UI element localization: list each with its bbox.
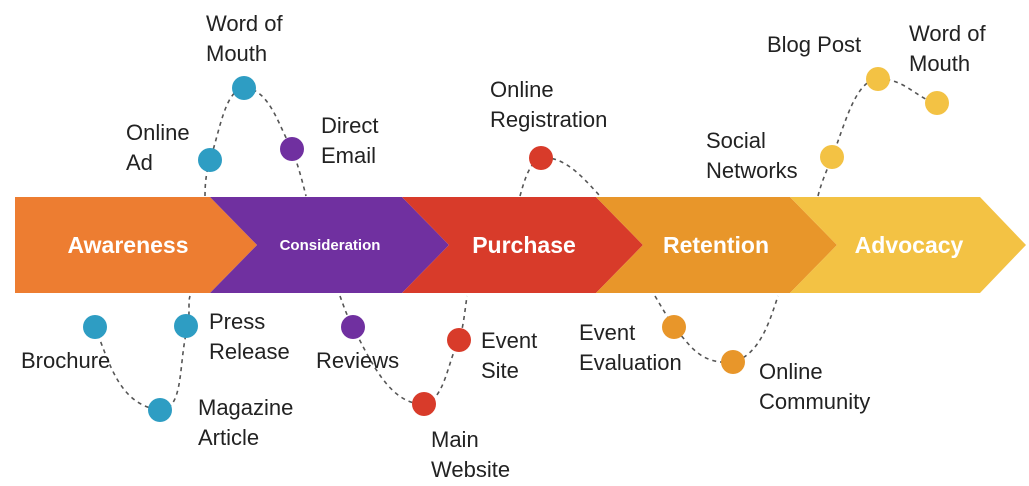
dot-press-release — [174, 314, 198, 338]
dot-word-of-mouth-2 — [925, 91, 949, 115]
stage-consideration-label: Consideration — [280, 237, 381, 254]
label-main-website: Main Website — [431, 427, 510, 482]
dot-direct-email — [280, 137, 304, 161]
dot-event-site — [447, 328, 471, 352]
path-awareness-bottom — [94, 295, 191, 411]
stage-advocacy — [790, 197, 1026, 293]
stage-retention-label: Retention — [663, 232, 769, 258]
dot-blog-post — [866, 67, 890, 91]
label-direct-email: Direct Email — [321, 113, 385, 168]
touchpoint-labels: Word of Mouth Online Ad Direct Email Onl… — [21, 11, 992, 482]
label-word-of-mouth-1: Word of Mouth — [206, 11, 289, 66]
stage-advocacy-label: Advocacy — [855, 232, 964, 258]
stage-purchase — [402, 197, 643, 293]
dot-reviews — [341, 315, 365, 339]
dot-word-of-mouth-1 — [232, 76, 256, 100]
path-retention-bottom — [654, 295, 779, 363]
label-online-ad: Online Ad — [126, 120, 196, 175]
label-word-of-mouth-2: Word of Mouth — [909, 21, 992, 76]
dot-social-networks — [820, 145, 844, 169]
label-reviews: Reviews — [316, 348, 399, 373]
dot-main-website — [412, 392, 436, 416]
path-purchase-top — [519, 157, 601, 197]
dot-magazine-article — [148, 398, 172, 422]
dot-online-registration — [529, 146, 553, 170]
label-blog-post: Blog Post — [767, 32, 861, 57]
label-online-registration: Online Registration — [490, 77, 607, 132]
stage-purchase-label: Purchase — [472, 232, 576, 258]
dot-event-evaluation — [662, 315, 686, 339]
label-event-evaluation: Event Evaluation — [579, 320, 682, 375]
label-social-networks: Social Networks — [706, 128, 798, 183]
stage-awareness-label: Awareness — [67, 232, 188, 258]
label-magazine-article: Magazine Article — [198, 395, 300, 450]
stage-band: Awareness Consideration Purchase Retenti… — [15, 197, 1026, 293]
stage-retention — [596, 197, 837, 293]
stage-consideration — [210, 197, 449, 293]
stage-awareness — [15, 197, 257, 293]
touchpoint-dots — [83, 67, 949, 422]
label-event-site: Event Site — [481, 328, 543, 383]
dot-brochure — [83, 315, 107, 339]
label-online-community: Online Community — [759, 359, 870, 414]
label-brochure: Brochure — [21, 348, 110, 373]
dot-online-community — [721, 350, 745, 374]
label-press-release: Press Release — [209, 309, 290, 364]
dot-online-ad — [198, 148, 222, 172]
